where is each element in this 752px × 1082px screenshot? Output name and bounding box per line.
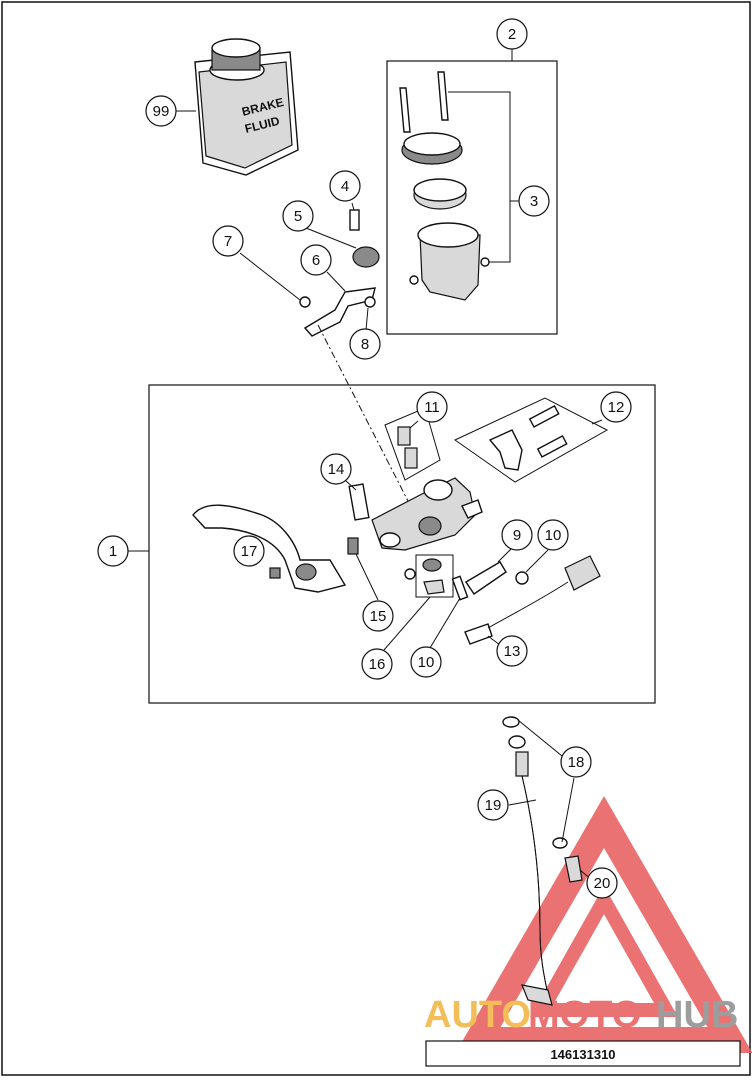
leader-11 (409, 420, 419, 429)
leader-18a (517, 719, 563, 757)
callout-10-upper[interactable]: 10 (537, 519, 569, 551)
svg-text:5: 5 (294, 208, 302, 225)
master-cylinder-body (348, 477, 483, 551)
callout-18[interactable]: 18 (560, 746, 592, 778)
svg-text:12: 12 (608, 399, 625, 416)
svg-text:15: 15 (370, 608, 387, 625)
clip-10-upper (515, 571, 529, 585)
small-parts-top (299, 209, 380, 337)
svg-text:9: 9 (513, 527, 521, 544)
callout-99[interactable]: 99 (145, 95, 196, 127)
drawing-number: 146131310 (550, 1047, 615, 1062)
callout-17[interactable]: 17 (233, 535, 265, 567)
callout-3[interactable]: 3 (510, 185, 550, 217)
hose-9 (465, 561, 507, 595)
kit-16-parts (404, 558, 445, 595)
master-cylinder-group-box (148, 384, 656, 704)
callout-6[interactable]: 6 (300, 244, 332, 276)
callout-14[interactable]: 14 (320, 453, 352, 485)
svg-text:8: 8 (361, 336, 369, 353)
watermark-logo: AUTO MOTO HUB (424, 796, 752, 1053)
kit-12-parts (488, 404, 568, 471)
svg-text:11: 11 (424, 399, 440, 416)
callout-7[interactable]: 7 (212, 225, 244, 257)
leader-19 (508, 799, 537, 806)
leader-12 (591, 419, 603, 425)
leader-13 (487, 635, 501, 646)
svg-text:7: 7 (224, 233, 232, 250)
kit-12-box (454, 397, 609, 483)
svg-text:17: 17 (241, 543, 258, 560)
callout-4[interactable]: 4 (329, 170, 361, 202)
svg-text:6: 6 (312, 252, 320, 269)
leader-9 (497, 547, 513, 563)
callout-19[interactable]: 19 (477, 789, 509, 821)
svg-text:2: 2 (508, 26, 516, 43)
callout-1[interactable]: 1 (97, 535, 129, 567)
svg-text:10: 10 (418, 654, 435, 671)
leader-6 (326, 271, 346, 292)
switch-13 (464, 555, 601, 645)
callout-20[interactable]: 20 (586, 867, 618, 899)
leader-15 (355, 553, 379, 601)
centerline-bracket (317, 324, 411, 506)
leader-10-lower (429, 597, 461, 649)
callout-15[interactable]: 15 (362, 600, 394, 632)
svg-text:1: 1 (109, 543, 117, 560)
svg-text:10: 10 (545, 527, 562, 544)
kit-16-box (415, 554, 454, 598)
callout-12[interactable]: 12 (600, 391, 632, 423)
leader-14 (345, 480, 357, 491)
leader-8 (365, 307, 369, 331)
svg-text:99: 99 (153, 103, 170, 120)
watermark-outer-triangle (455, 796, 752, 1053)
watermark-inner-triangle (530, 885, 678, 1017)
reservoir-parts (399, 71, 490, 301)
leader-16 (383, 596, 431, 651)
callout-16[interactable]: 16 (361, 648, 393, 680)
brake-hose-assembly (502, 716, 583, 1006)
callout-10-lower[interactable]: 10 (410, 646, 442, 678)
callout-8[interactable]: 8 (349, 328, 381, 360)
clip-10-lower (451, 575, 469, 601)
watermark-word-auto: AUTO (424, 994, 531, 1036)
svg-text:14: 14 (328, 461, 345, 478)
lever-17 (192, 504, 347, 593)
brake-fluid-bottle: BRAKE FLUID (194, 38, 299, 176)
kit-11-box (384, 407, 441, 481)
reservoir-group-box (386, 60, 558, 335)
leader-3 (448, 91, 511, 263)
spring-15 (347, 537, 359, 555)
leader-4 (351, 202, 355, 211)
leader-10-upper (525, 549, 549, 573)
leader-18b (561, 777, 575, 843)
kit-11-parts (397, 426, 418, 469)
svg-text:19: 19 (485, 797, 502, 814)
callout-13[interactable]: 13 (496, 635, 528, 667)
leader-5 (305, 227, 357, 249)
callout-5[interactable]: 5 (282, 200, 314, 232)
drawing-number-box (425, 1040, 741, 1067)
callout-11[interactable]: 11 (416, 391, 448, 423)
svg-text:16: 16 (369, 656, 386, 673)
svg-text:20: 20 (594, 875, 611, 892)
callout-9[interactable]: 9 (501, 519, 533, 551)
svg-text:4: 4 (341, 178, 349, 195)
svg-text:3: 3 (530, 193, 538, 210)
watermark-word-hub: HUB (656, 994, 738, 1036)
leader-7 (239, 252, 301, 301)
svg-text:18: 18 (568, 754, 585, 771)
callout-2[interactable]: 2 (496, 18, 528, 50)
svg-text:13: 13 (504, 643, 521, 660)
